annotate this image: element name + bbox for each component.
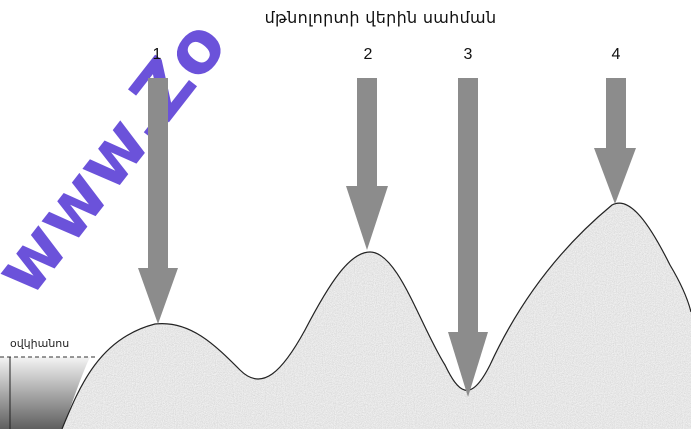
arrow-3-label: 3 <box>463 46 473 63</box>
arrow-1-label: 1 <box>152 46 162 63</box>
arrow-2-label: 2 <box>363 46 373 63</box>
ocean-label: օվկիանոս <box>10 337 70 350</box>
terrain <box>62 203 691 429</box>
terrain-outline <box>61 202 691 429</box>
ocean <box>0 357 90 429</box>
arrow-4-label: 4 <box>611 46 621 63</box>
arrow-3 <box>448 78 488 397</box>
diagram-title: մթնոլորտի վերին սահման <box>264 8 497 27</box>
arrow-2 <box>346 78 388 250</box>
arrow-4 <box>594 78 636 204</box>
arrow-1 <box>138 78 178 324</box>
watermark-text: www.Zo <box>0 3 243 310</box>
